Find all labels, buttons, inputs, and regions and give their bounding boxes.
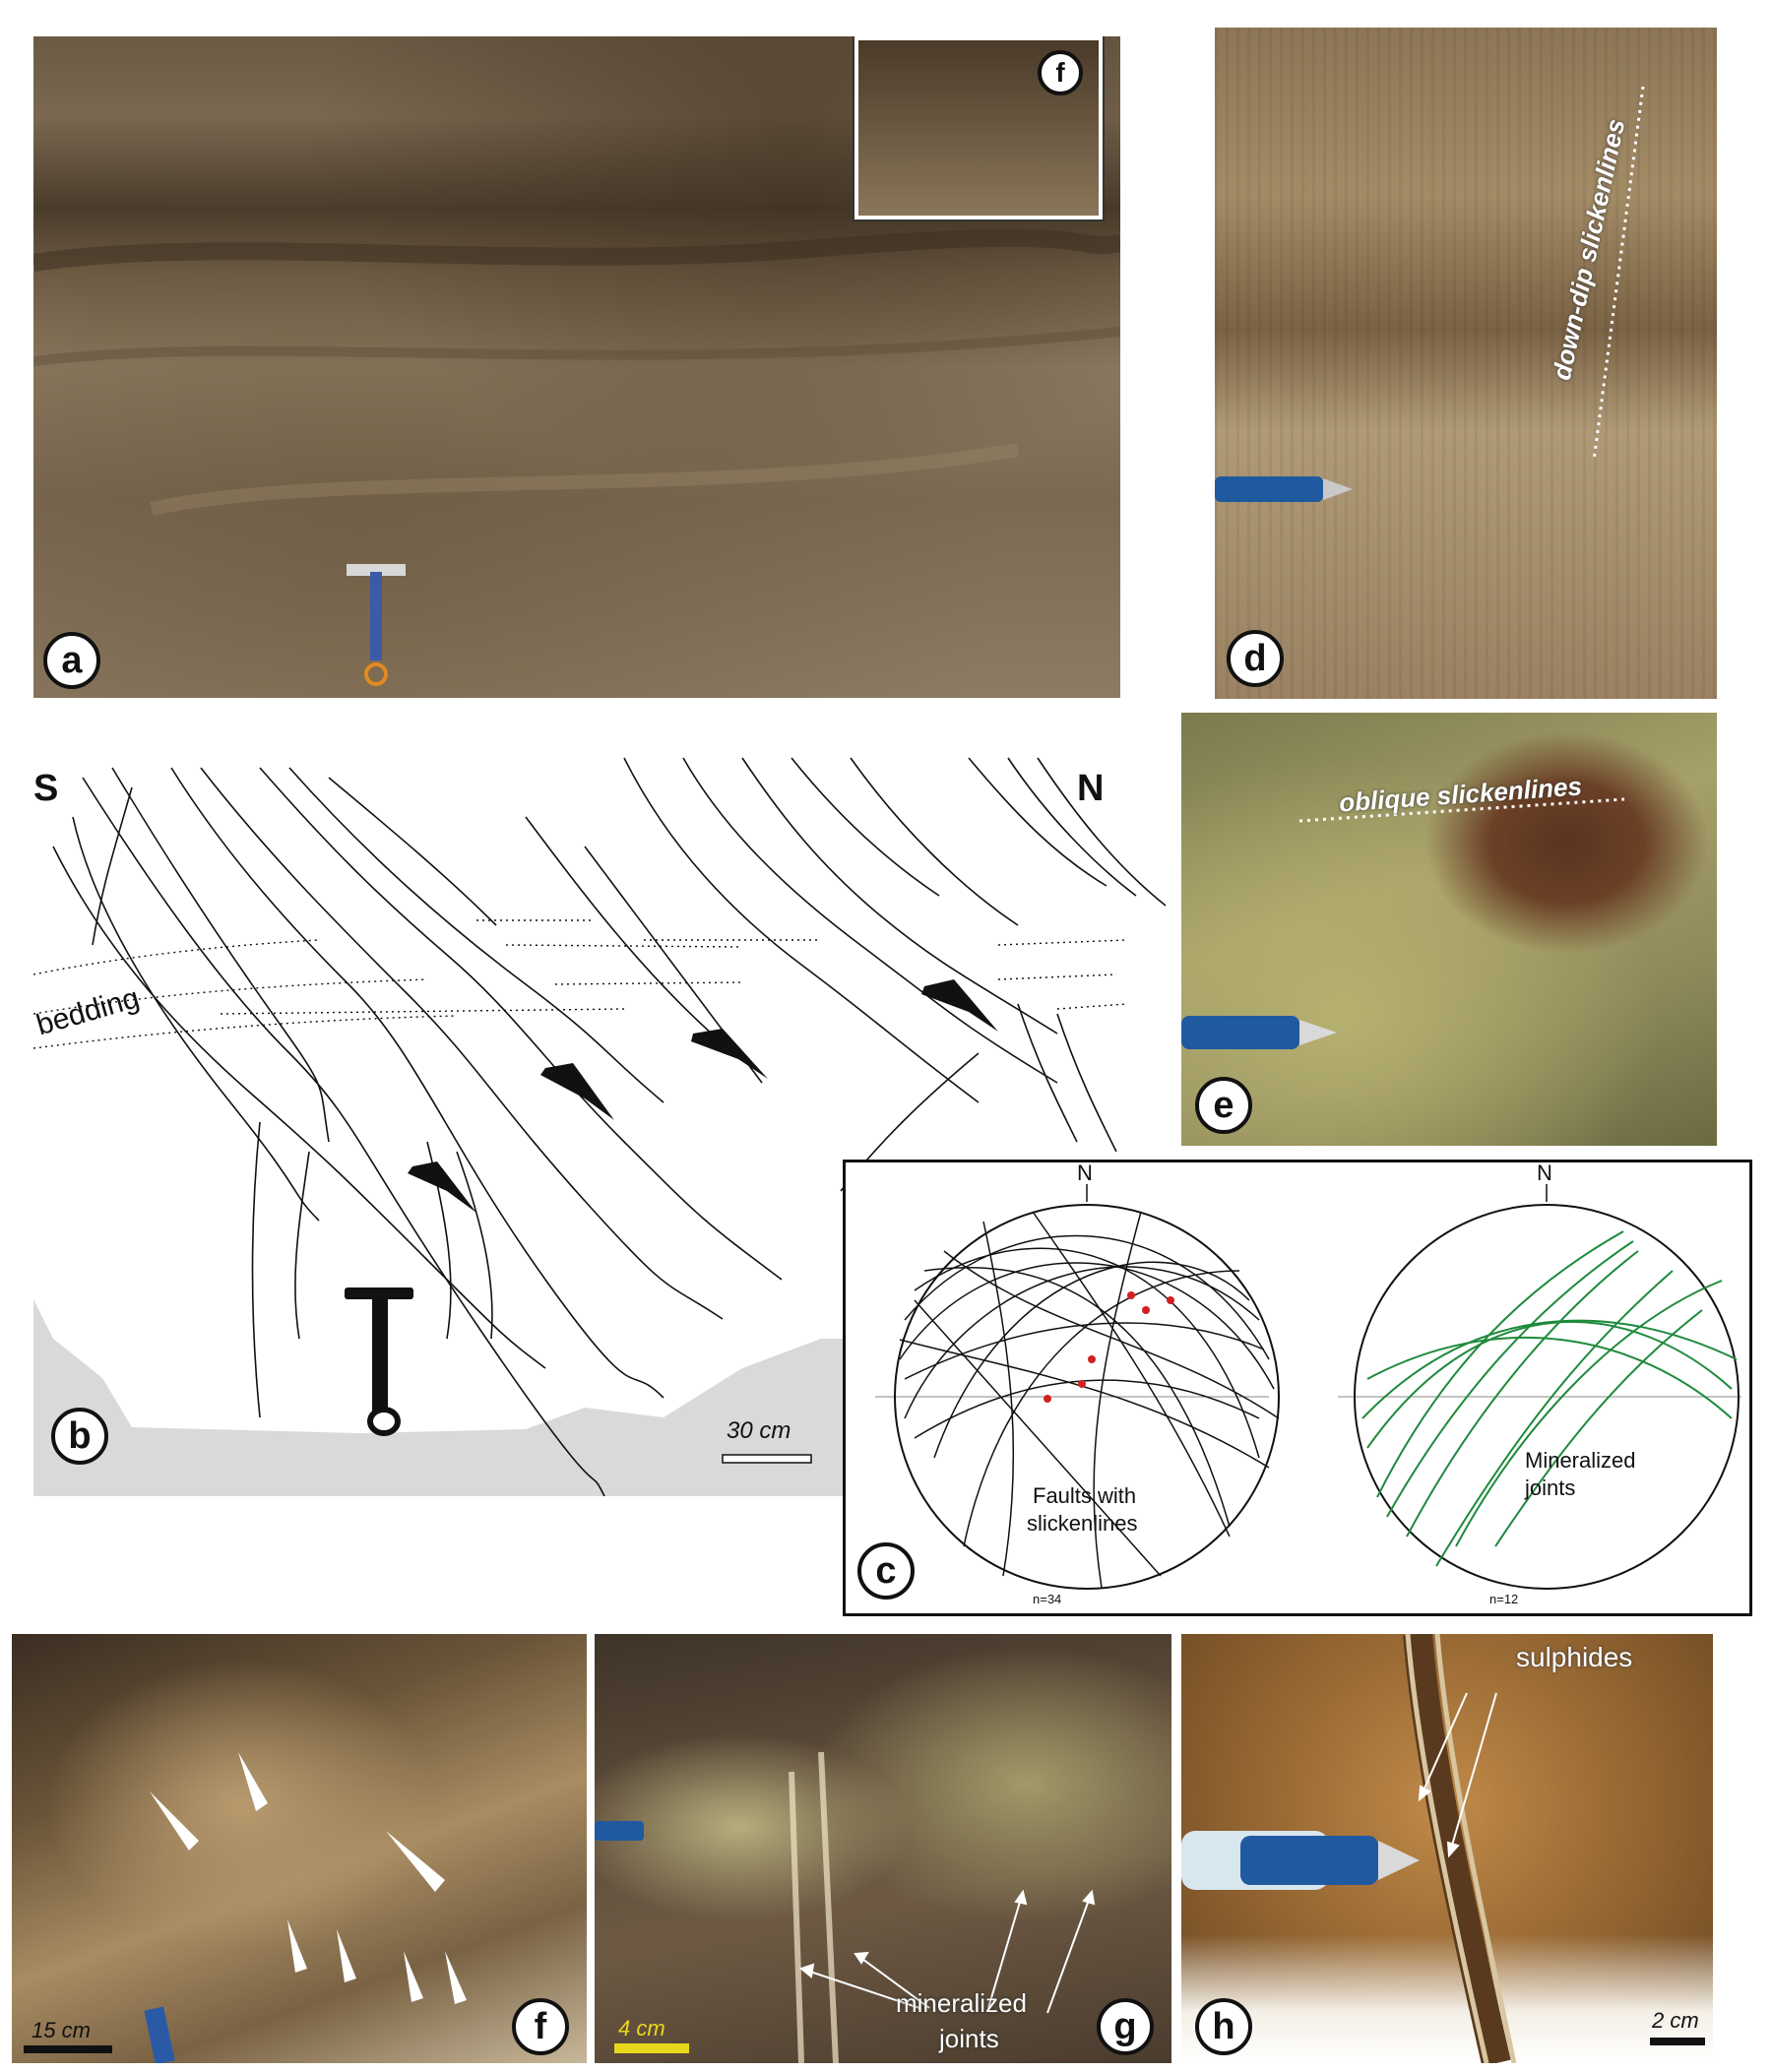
photo-panel-g: mineralized joints 4 cm g [595, 1634, 1171, 2063]
joint-great-circles [1361, 1230, 1738, 1567]
inset-label-f: f [1038, 50, 1083, 95]
mineralized-joint-veins [789, 1751, 839, 2063]
outcrop-texture [33, 228, 1120, 516]
bedding-arrows [24, 1752, 467, 2063]
scale-label-h: 2 cm [1652, 2008, 1699, 2033]
south-label: S [33, 768, 59, 809]
north-label-right: N [1537, 1161, 1552, 1185]
photo-panel-a: f a [33, 36, 1120, 698]
photo-panel-h: sulphides 2 cm h [1181, 1634, 1713, 2063]
hammer-symbol [345, 1287, 413, 1436]
scale-label-b: 30 cm [727, 1417, 791, 1444]
photo-panel-f: 15 cm f [12, 1634, 587, 2063]
sulphide-vein [1181, 1634, 1705, 2063]
sulphides-label: sulphides [1516, 1642, 1633, 1672]
panel-label-f: f [512, 1998, 569, 2055]
panel-label-h: h [1195, 1998, 1252, 2055]
north-label: N [1077, 768, 1105, 809]
panel-label-b: b [51, 1408, 108, 1465]
annotation-g-line1: mineralized [896, 1988, 1027, 2018]
sketch-panel-b: S N bedding 30 cm b [33, 728, 1175, 1496]
annotation-g-line2: joints [939, 2024, 999, 2053]
stereonet-plots [875, 1184, 1741, 1590]
photo-panel-d: down-dip slickenlines d [1215, 28, 1717, 699]
stereonet-right [1338, 1184, 1741, 1590]
panel-label-d: d [1227, 630, 1284, 687]
fault-sketch [33, 757, 1167, 1496]
caption-left-line1: Faults with [1033, 1483, 1137, 1508]
joint-arrows [595, 1751, 1096, 2063]
panel-label-e: e [1195, 1077, 1252, 1134]
stereonet-left [875, 1184, 1280, 1590]
panel-label-c: c [857, 1542, 915, 1600]
count-left: n=34 [1033, 1592, 1062, 1606]
sulphide-arrows [1418, 1692, 1497, 1858]
hammer-photo [347, 564, 406, 686]
slickenline-points [1044, 1291, 1174, 1403]
stereonet-panel-c: N N Faults with slickenlines Mineralized… [843, 1160, 1752, 1616]
panel-label-a: a [43, 632, 100, 689]
scale-label-g: 4 cm [618, 2016, 665, 2041]
north-label-left: N [1077, 1161, 1093, 1185]
bedding-traces [33, 919, 1127, 1049]
shear-sense-arrows [408, 979, 998, 1213]
fault-great-circles [899, 1211, 1280, 1589]
ground-profile [33, 1299, 851, 1496]
caption-right-line2: joints [1525, 1476, 1576, 1500]
fault-traces [52, 757, 1167, 1496]
caption-right-line1: Mineralized [1525, 1448, 1636, 1473]
caption-left-line2: slickenlines [1027, 1511, 1138, 1536]
scale-label-f: 15 cm [32, 2018, 91, 2042]
scale-bar-b [722, 1454, 812, 1464]
pen-icon [1181, 1016, 1337, 1049]
panel-label-g: g [1097, 1998, 1154, 2055]
count-right: n=12 [1489, 1592, 1519, 1606]
photo-panel-e: oblique slickenlines e [1181, 713, 1717, 1146]
pen-icon [1215, 476, 1353, 502]
